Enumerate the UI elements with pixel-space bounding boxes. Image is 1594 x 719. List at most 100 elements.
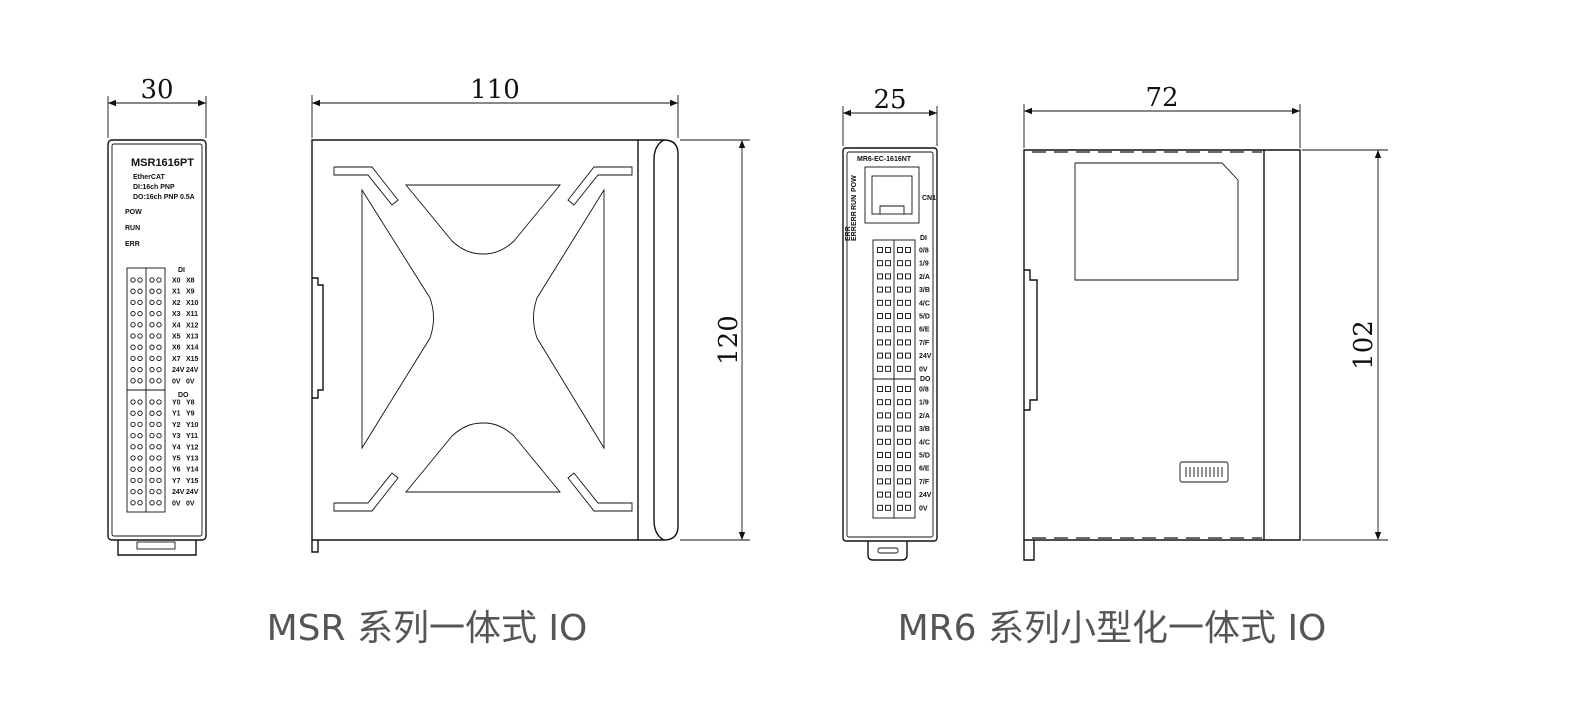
terminal-pin [897, 352, 903, 359]
terminal-pin [877, 273, 883, 280]
dim-msr-depth: 110 [470, 75, 520, 105]
terminal-pin [156, 299, 162, 306]
terminal-pin [130, 277, 136, 283]
terminal-pin [885, 326, 891, 333]
terminal-pin [885, 399, 891, 406]
terminal-pin [877, 478, 883, 485]
msr-terminal-pins [130, 277, 162, 506]
terminal-pin [905, 478, 911, 485]
terminal-pin [897, 452, 903, 458]
mr6-led-2: RUN [851, 195, 858, 210]
terminal-pin [877, 425, 883, 432]
terminal-pin [905, 247, 911, 253]
terminal-pin [877, 286, 883, 293]
terminal-pin [897, 425, 903, 432]
msr-led-run: RUN [125, 225, 140, 232]
terminal-pin [137, 355, 143, 362]
terminal-pin [130, 333, 136, 339]
terminal-pin [885, 339, 891, 346]
mr6-io-label: 3/B [919, 287, 930, 294]
mr6-io-label: 1/9 [919, 261, 929, 268]
terminal-pin [137, 399, 143, 405]
terminal-pin [149, 277, 155, 283]
terminal-pin [905, 352, 911, 359]
msr-io-label: Y9 [186, 411, 195, 418]
terminal-pin [149, 500, 155, 506]
terminal-pin [905, 412, 911, 419]
terminal-pin [877, 326, 883, 333]
terminal-pin [149, 333, 155, 339]
terminal-pin [877, 465, 883, 472]
terminal-pin [137, 421, 143, 428]
terminal-pin [885, 452, 891, 458]
msr-io-label: X0 [172, 278, 181, 285]
terminal-pin [897, 365, 903, 372]
terminal-pin [149, 366, 155, 373]
terminal-pin [149, 355, 155, 362]
terminal-pin [130, 410, 136, 416]
terminal-pin [130, 500, 136, 506]
terminal-pin [130, 378, 136, 384]
terminal-pin [137, 500, 143, 506]
terminal-pin [156, 477, 162, 484]
msr-spec-line-1: EtherCAT [133, 174, 165, 181]
terminal-pin [905, 452, 911, 458]
terminal-pin [905, 504, 911, 511]
msr-io-label: 0V [186, 500, 195, 507]
terminal-pin [905, 286, 911, 293]
mr6-do-header: DO [920, 376, 931, 383]
mr6-io-label: 2/A [919, 413, 930, 420]
terminal-pin [885, 299, 891, 306]
mr6-terminal-pins [877, 247, 911, 511]
terminal-pin [905, 425, 911, 432]
terminal-pin [137, 466, 143, 472]
terminal-pin [877, 365, 883, 372]
msr-io-label: X1 [172, 289, 181, 296]
terminal-pin [897, 386, 903, 392]
terminal-pin [897, 260, 903, 267]
terminal-pin [877, 412, 883, 419]
terminal-pin [149, 288, 155, 294]
terminal-pin [885, 438, 891, 445]
msr-side-view [311, 139, 679, 553]
terminal-pin [149, 432, 155, 439]
msr-front-view: MSR1616PT EtherCAT DI:16ch PNP DO:16ch P… [107, 139, 207, 556]
caption-mr6: MR6 系列小型化一体式 IO [898, 608, 1327, 649]
mr6-io-label: 4/C [919, 300, 930, 307]
terminal-pin [156, 466, 162, 472]
msr-io-label: X5 [172, 334, 181, 341]
msr-io-label: Y4 [172, 444, 181, 451]
terminal-pin [156, 277, 162, 283]
terminal-pin [885, 365, 891, 372]
terminal-pin [897, 247, 903, 253]
terminal-pin [137, 366, 143, 373]
msr-io-label: Y3 [172, 433, 181, 440]
msr-io-label: Y12 [186, 444, 199, 451]
terminal-pin [130, 366, 136, 373]
terminal-pin [137, 378, 143, 384]
terminal-pin [905, 365, 911, 372]
terminal-pin [149, 421, 155, 428]
msr-io-label: X14 [186, 345, 199, 352]
terminal-pin [137, 432, 143, 439]
msr-io-label: 0V [186, 378, 195, 385]
terminal-pin [885, 491, 891, 498]
terminal-pin [130, 310, 136, 317]
terminal-pin [149, 344, 155, 350]
terminal-pin [885, 313, 891, 319]
msr-io-label: X12 [186, 322, 199, 329]
terminal-pin [897, 478, 903, 485]
mr6-led-4: ERR [851, 226, 858, 241]
terminal-pin [149, 466, 155, 472]
terminal-pin [137, 299, 143, 306]
terminal-pin [877, 504, 883, 511]
mr6-led-3: ERR [851, 211, 858, 226]
dim-mr6-depth: 72 [1145, 83, 1178, 113]
terminal-pin [885, 273, 891, 280]
mr6-io-label: 5/D [919, 314, 930, 321]
terminal-pin [877, 452, 883, 458]
mr6-front-view: MR6-EC-1616NT CN1 POW RUN ERR ERR ERR DI… [842, 147, 938, 561]
mr6-io-label: 1/9 [919, 400, 929, 407]
terminal-pin [156, 488, 162, 495]
terminal-pin [149, 444, 155, 450]
